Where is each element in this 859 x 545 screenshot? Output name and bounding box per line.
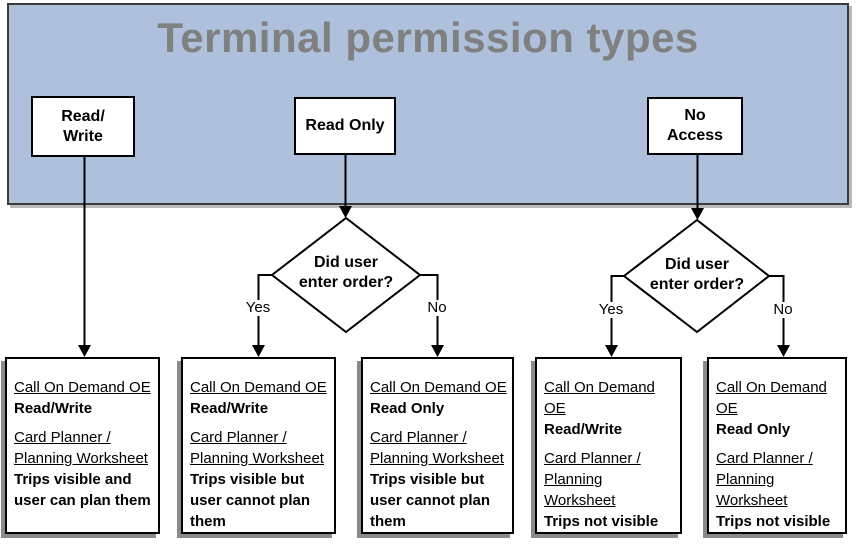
app-name-card-planner: Card Planner / Planning Worksheet (14, 429, 148, 467)
permission-level: Read/Write (14, 400, 93, 417)
decision-diamond-left (270, 216, 422, 334)
app-name-call-on-demand: Call On Demand OE (190, 379, 327, 396)
permission-detail: Trips visible but user cannot plan them (370, 471, 491, 530)
outcome-box-noaccess-yes: Call On Demand OE Read/Write Card Planne… (535, 357, 682, 534)
app-name-card-planner: Card Planner / Planning Worksheet (370, 429, 504, 467)
outcome-box-readonly-no: Call On Demand OE Read Only Card Planner… (361, 357, 514, 534)
permission-detail: Trips visible but user cannot plan them (190, 471, 311, 530)
outcome-box-readwrite-direct: Call On Demand OE Read/Write Card Planne… (5, 357, 160, 534)
permission-level: Read/Write (544, 421, 623, 438)
permission-box-label: Read/ Write (61, 107, 105, 145)
permission-level: Read Only (370, 400, 445, 417)
decision-question-left: Did user enter order? (298, 254, 394, 291)
branch-label-no: No (771, 301, 795, 318)
connector-yes-right (610, 275, 624, 347)
arrowhead-icon (777, 345, 790, 357)
outcome-box-readonly-yes: Call On Demand OE Read/Write Card Planne… (181, 357, 336, 534)
branch-label-yes: Yes (596, 301, 626, 318)
app-name-card-planner: Card Planner / Planning Worksheet (190, 429, 324, 467)
permission-detail: Trips not visible (544, 513, 659, 530)
app-name-card-planner: Card Planner / Planning Worksheet (716, 450, 813, 509)
permission-box-label: Read Only (305, 117, 385, 134)
app-name-call-on-demand: Call On Demand OE (716, 379, 827, 417)
branch-label-yes: Yes (243, 299, 273, 316)
permission-box-label: No Access (666, 107, 724, 144)
arrowhead-icon (431, 345, 444, 357)
permission-level: Read Only (716, 421, 791, 438)
connector-yes-left (257, 274, 272, 347)
outcome-box-noaccess-no: Call On Demand OE Read Only Card Planner… (707, 357, 847, 534)
app-name-call-on-demand: Call On Demand OE (544, 379, 655, 417)
permission-detail: Trips visible and user can plan them (14, 471, 151, 509)
permission-box-read-only: Read Only (294, 97, 396, 155)
app-name-call-on-demand: Call On Demand OE (370, 379, 507, 396)
arrowhead-icon (78, 345, 91, 357)
app-name-card-planner: Card Planner / Planning Worksheet (544, 450, 641, 509)
page-title: Terminal permission types (157, 14, 699, 61)
permission-level: Read/Write (190, 400, 269, 417)
connector-no-right (769, 275, 785, 347)
app-name-call-on-demand: Call On Demand OE (14, 379, 151, 396)
connector-no-left (420, 274, 439, 347)
permission-box-read-write: Read/ Write (31, 96, 135, 157)
branch-label-no: No (425, 299, 449, 316)
arrowhead-icon (339, 206, 352, 218)
arrowhead-icon (605, 345, 618, 357)
decision-diamond-right (622, 218, 771, 334)
permission-box-no-access: No Access (647, 97, 743, 155)
decision-question-right: Did user enter order? (649, 256, 745, 293)
arrowhead-icon (691, 208, 704, 220)
arrowhead-icon (252, 345, 265, 357)
permission-detail: Trips not visible (716, 513, 831, 530)
